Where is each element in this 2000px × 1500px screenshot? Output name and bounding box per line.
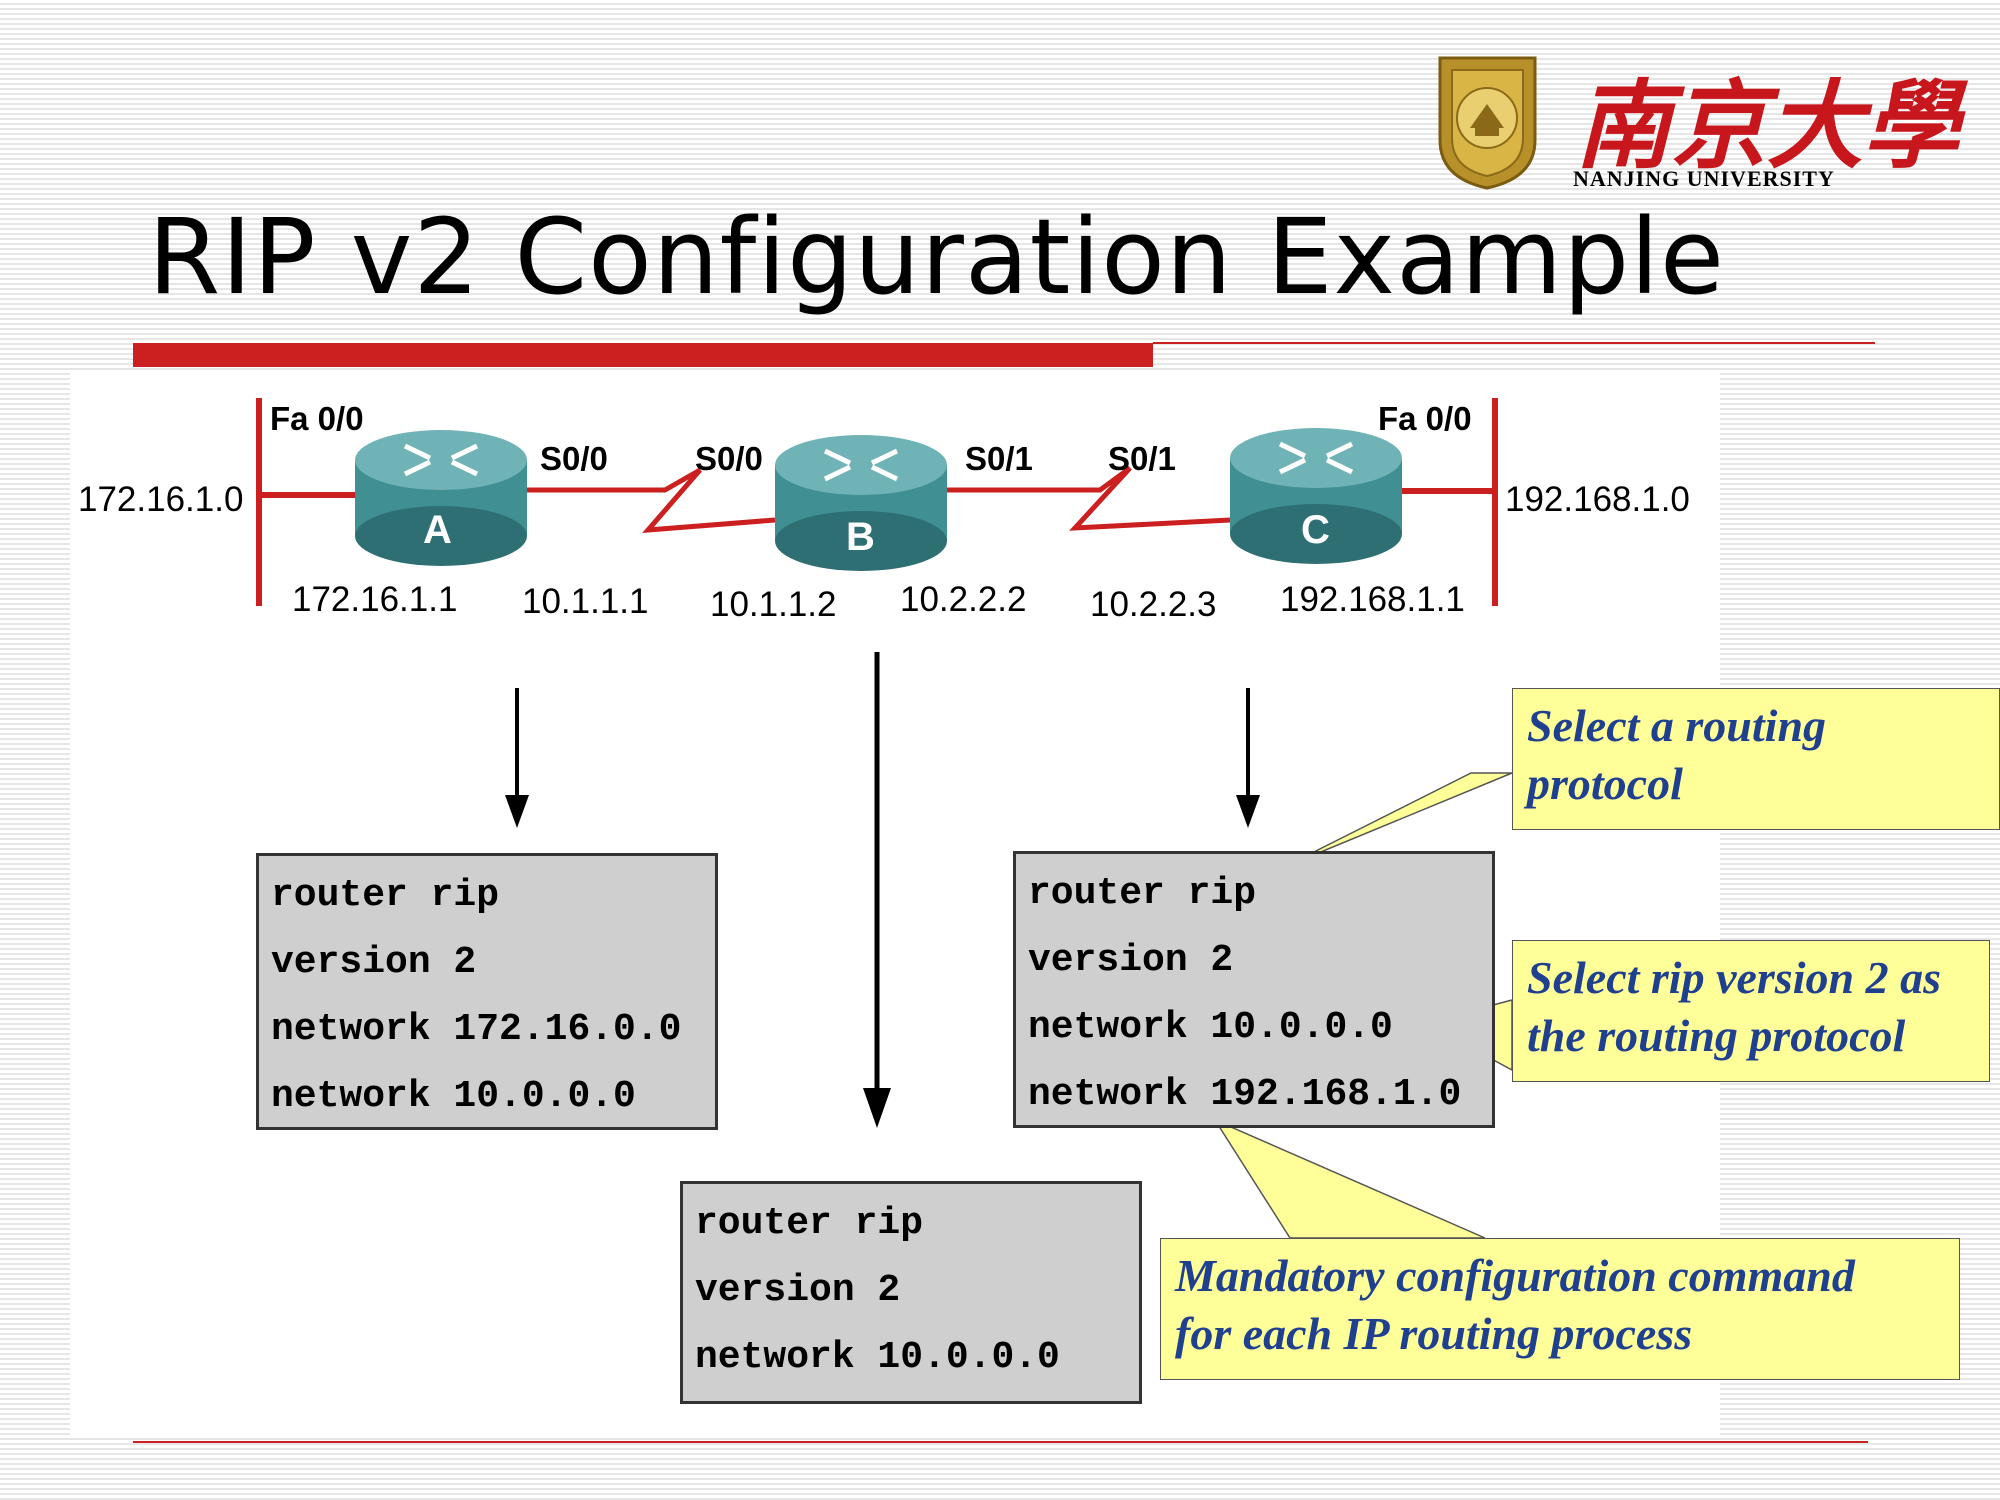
arrow-b-config [863,652,891,1128]
interface-a-fa: Fa 0/0 [270,400,364,437]
config-box-router-b: router rip version 2 network 10.0.0.0 [680,1181,1142,1404]
address-a-fa: 172.16.1.1 [292,580,458,619]
interface-b-s1: S0/1 [965,440,1033,477]
router-icon [1230,428,1402,564]
link-a-lan [259,492,359,498]
callout-line: protocol [1527,758,1683,809]
arrow-a-config [505,688,529,828]
interface-b-s0: S0/0 [695,440,763,477]
serial-link-b-c [945,465,1231,531]
callout-routing-protocol: Select a routing protocol [1512,688,2000,830]
config-line: network 172.16.0.0 [271,1008,682,1051]
callout-mandatory: Mandatory configuration command for each… [1160,1238,1960,1380]
title-rule-thin [1153,342,1875,344]
address-c-s: 10.2.2.3 [1090,585,1217,624]
university-seal-icon [1438,56,1537,190]
callout-line: for each IP routing process [1175,1308,1693,1359]
network-right-label: 192.168.1.0 [1505,480,1690,519]
address-a-s: 10.1.1.1 [522,582,649,621]
config-line: version 2 [695,1269,901,1312]
address-b-s0: 10.1.1.2 [710,585,837,624]
callout-line: the routing protocol [1527,1010,1906,1061]
network-left-label: 172.16.1.0 [78,480,244,519]
config-line: version 2 [271,941,477,984]
config-line: network 10.0.0.0 [695,1336,1060,1379]
callout-pointer-mandatory [1213,1118,1486,1239]
arrow-c-config [1236,688,1260,828]
serial-link-a-b [525,467,776,533]
interface-c-s: S0/1 [1108,440,1176,477]
config-line: router rip [1028,872,1257,915]
title-rule-thick [133,343,1153,367]
config-line: network 10.0.0.0 [1028,1006,1393,1049]
slide-title: RIP v2 Configuration Example [148,196,1726,318]
link-c-lan [1398,488,1494,494]
interface-c-fa: Fa 0/0 [1378,400,1472,437]
router-icon [775,435,947,571]
callout-line: Select a routing [1527,700,1827,751]
lan-segment-right [1492,398,1498,606]
config-line: router rip [695,1202,924,1245]
config-line: network 10.0.0.0 [271,1075,636,1118]
callout-pointer-routing-protocol [1281,772,1513,869]
callout-line: Select rip version 2 as [1527,952,1941,1003]
router-c-label: C [1301,508,1330,552]
footer-rule [133,1441,1868,1443]
lan-segment-left [256,398,262,606]
router-icon [355,430,527,566]
university-name-cn: 南京大學 [1575,69,1959,182]
address-b-s1: 10.2.2.2 [900,580,1027,619]
config-box-router-c: router rip version 2 network 10.0.0.0 ne… [1013,851,1495,1128]
config-line: router rip [271,874,500,917]
router-a-label: A [423,508,452,552]
callout-line: Mandatory configuration command [1175,1250,1855,1301]
university-name-en: NANJING UNIVERSITY [1573,166,1835,191]
callout-rip-version: Select rip version 2 as the routing prot… [1512,940,1990,1082]
interface-a-s: S0/0 [540,440,608,477]
config-line: version 2 [1028,939,1234,982]
config-line: network 192.168.1.0 [1028,1073,1462,1116]
router-b-label: B [846,515,875,559]
config-box-router-a: router rip version 2 network 172.16.0.0 … [256,853,718,1130]
address-c-fa: 192.168.1.1 [1280,580,1465,619]
